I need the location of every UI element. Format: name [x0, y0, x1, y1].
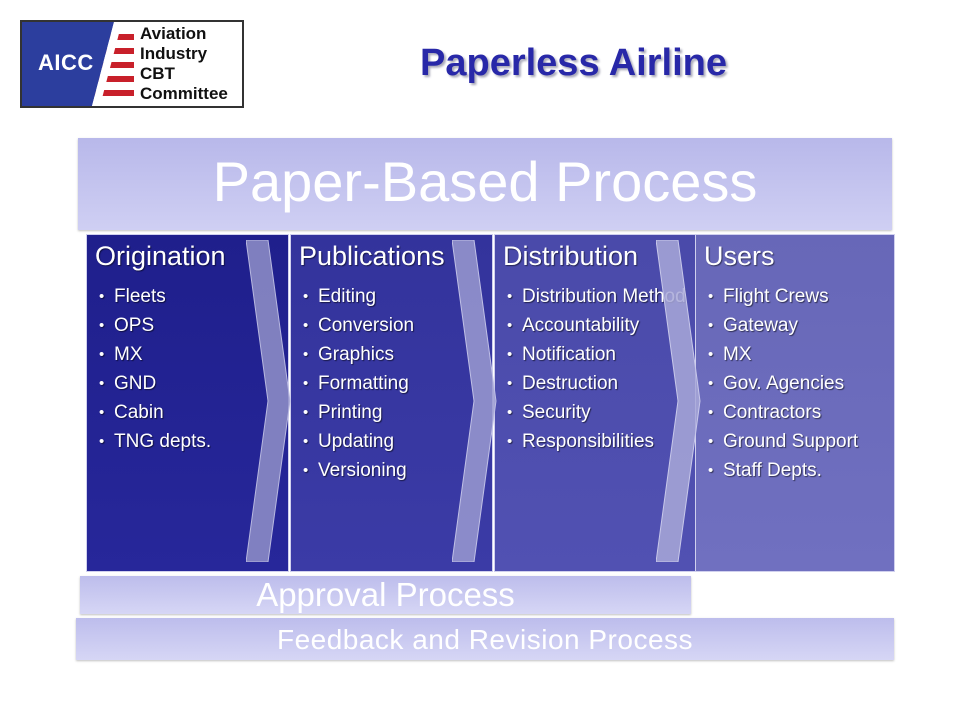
logo-line: Aviation — [140, 24, 207, 43]
list-item: •Editing — [303, 286, 377, 307]
list-item: •Updating — [303, 431, 395, 452]
banner-label: Paper-Based Process — [212, 150, 758, 213]
column-heading: Publications — [299, 241, 445, 271]
list-item: •Gateway — [708, 315, 798, 336]
list-item: •Destruction — [507, 373, 619, 394]
list-item: •Distribution Method — [507, 286, 686, 307]
flag-emblem-icon — [22, 22, 134, 106]
list-item: •MX — [708, 344, 752, 365]
list-item: •Accountability — [507, 315, 640, 336]
list-item: •Conversion — [303, 315, 415, 336]
column-origination: Origination •Fleets •OPS •MX •GND •Cabin… — [86, 234, 289, 572]
paper-based-process-banner: Paper-Based Process — [78, 138, 892, 230]
list-item: •Notification — [507, 344, 616, 365]
column-list: •Flight Crews •Gateway •MX •Gov. Agencie… — [708, 285, 888, 488]
column-list: •Editing •Conversion •Graphics •Formatti… — [303, 285, 483, 488]
logo-wordmark: Aviation Industry CBT Committee — [140, 24, 228, 104]
column-heading: Origination — [95, 241, 226, 271]
column-list: •Fleets •OPS •MX •GND •Cabin •TNG depts. — [99, 285, 279, 459]
list-item: •Versioning — [303, 460, 407, 481]
list-item: •GND — [99, 373, 157, 394]
list-item: •Formatting — [303, 373, 409, 394]
logo-abbreviation: AICC — [38, 50, 94, 75]
list-item: •OPS — [99, 315, 155, 336]
list-item: •Gov. Agencies — [708, 373, 845, 394]
column-heading: Users — [704, 241, 775, 271]
list-item: •Staff Depts. — [708, 460, 822, 481]
list-item: •MX — [99, 344, 143, 365]
column-distribution: Distribution •Distribution Method •Accou… — [494, 234, 697, 572]
list-item: •Cabin — [99, 402, 164, 423]
column-publications: Publications •Editing •Conversion •Graph… — [290, 234, 493, 572]
aicc-logo: AICC Aviation Industry CBT Committee — [20, 20, 244, 108]
logo-line: Industry — [140, 44, 208, 63]
column-users: Users •Flight Crews •Gateway •MX •Gov. A… — [695, 234, 895, 572]
list-item: •TNG depts. — [99, 431, 212, 452]
banner-label: Feedback and Revision Process — [276, 624, 694, 655]
list-item: •Fleets — [99, 286, 166, 307]
list-item: •Responsibilities — [507, 431, 655, 452]
list-item: •Contractors — [708, 402, 822, 423]
logo-line: CBT — [140, 64, 175, 83]
column-heading: Distribution — [503, 241, 639, 271]
logo-line: Committee — [140, 84, 228, 103]
banner-label: Approval Process — [256, 576, 515, 613]
feedback-revision-banner: Feedback and Revision Process — [76, 618, 894, 660]
column-list: •Distribution Method •Accountability •No… — [507, 285, 687, 459]
approval-process-banner: Approval Process — [80, 576, 691, 614]
list-item: •Security — [507, 402, 591, 423]
slide-title: Paperless Airline — [420, 42, 727, 84]
list-item: •Ground Support — [708, 431, 859, 452]
list-item: •Flight Crews — [708, 286, 829, 307]
list-item: •Printing — [303, 402, 383, 423]
list-item: •Graphics — [303, 344, 395, 365]
